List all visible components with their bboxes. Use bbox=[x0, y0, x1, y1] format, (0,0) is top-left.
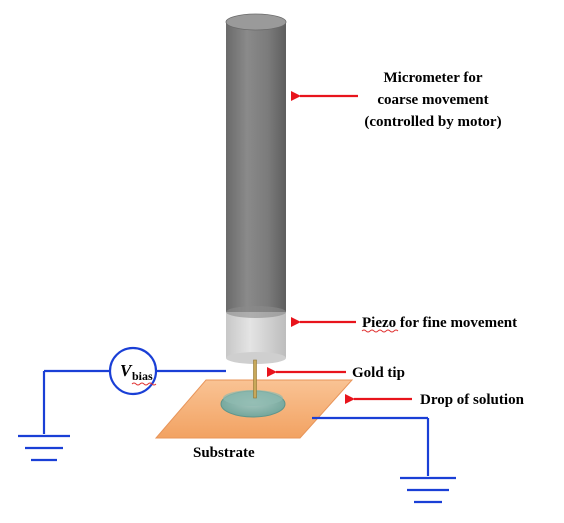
solution-drop bbox=[220, 390, 286, 418]
label-micrometer-line1: Micrometer for bbox=[384, 70, 483, 86]
vbias-subscript: bias bbox=[132, 369, 153, 383]
label-piezo: Piezo for fine movement bbox=[362, 315, 517, 331]
label-micrometer-line3: (controlled by motor) bbox=[364, 114, 501, 130]
micrometer-cylinder bbox=[225, 13, 287, 314]
bias-circuit-wire bbox=[42, 369, 226, 434]
label-gold-tip: Gold tip bbox=[352, 365, 405, 381]
label-drop: Drop of solution bbox=[420, 392, 525, 408]
ground-symbol-left bbox=[18, 434, 70, 462]
piezo-cylinder bbox=[226, 306, 286, 364]
spellcheck-underline bbox=[361, 329, 399, 333]
vbias-symbol: V bbox=[120, 361, 133, 380]
gold-tip bbox=[253, 359, 257, 399]
label-micrometer-line2: coarse movement bbox=[377, 92, 488, 108]
vbias-source: V bias bbox=[108, 346, 158, 396]
ground-symbol-right bbox=[400, 476, 456, 504]
spellcheck-underline bbox=[131, 382, 157, 386]
substrate-ground-wire bbox=[312, 416, 430, 476]
label-substrate: Substrate bbox=[193, 445, 255, 461]
